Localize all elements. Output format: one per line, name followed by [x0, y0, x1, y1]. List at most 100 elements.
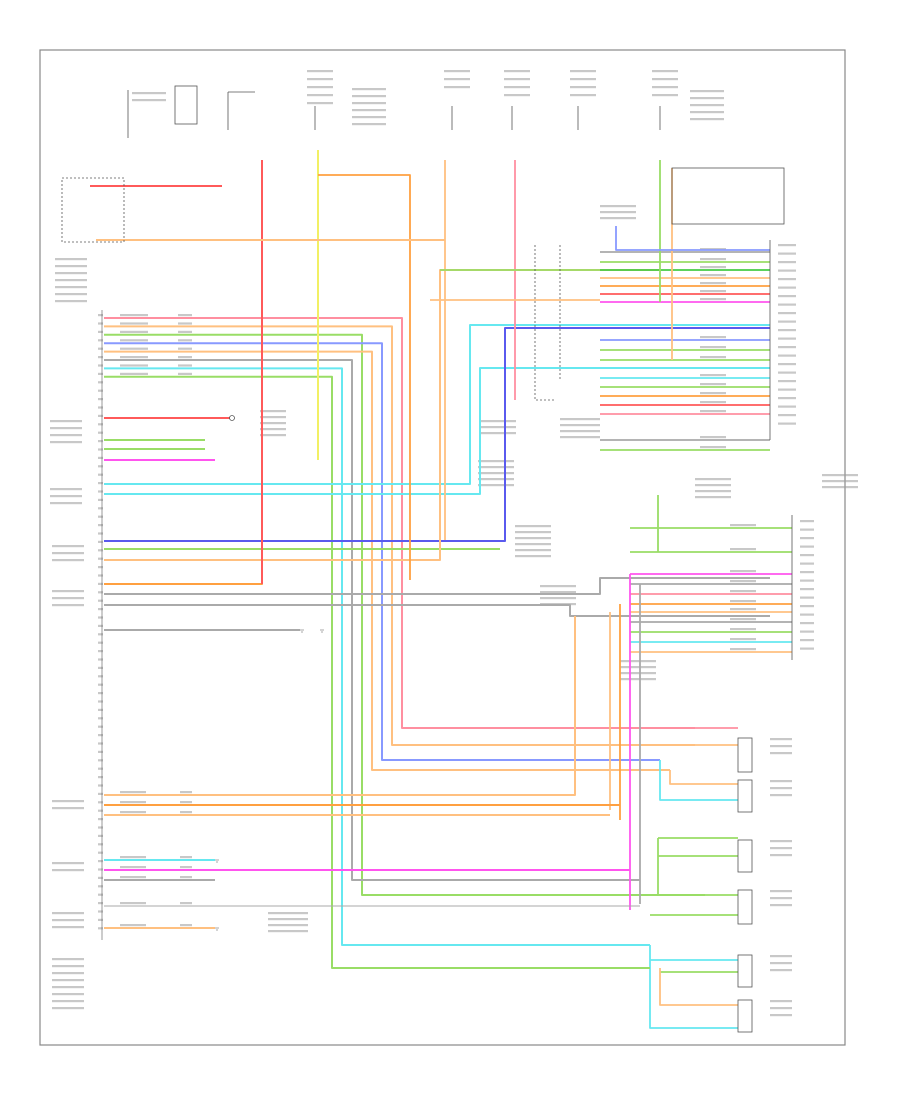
center-switch — [534, 245, 561, 401]
wire-blue — [104, 342, 660, 761]
wire-color-label — [700, 410, 726, 413]
pin-label — [778, 337, 796, 340]
pin-label — [778, 286, 796, 289]
module-label — [52, 986, 84, 989]
speaker-left-rear-2 — [737, 999, 753, 1033]
wire-color-label — [700, 356, 726, 359]
pin-number — [98, 918, 103, 921]
module-label — [55, 300, 87, 303]
module-label — [52, 972, 84, 975]
pin-number — [98, 591, 103, 594]
wire-blue-long — [104, 327, 770, 542]
module-label — [55, 272, 87, 275]
component-label — [620, 678, 656, 681]
fuse-label — [652, 70, 678, 73]
switch-lead — [227, 91, 255, 130]
module-label — [50, 488, 82, 491]
module-label — [55, 293, 87, 296]
pin-number — [98, 566, 103, 569]
circuit-number — [180, 876, 192, 879]
module-label — [50, 427, 82, 430]
wire-gray-3 — [104, 604, 770, 617]
speaker-label — [770, 840, 792, 843]
circuit-number — [180, 791, 192, 794]
pin-label — [778, 261, 796, 264]
speaker-label — [770, 847, 792, 850]
module-label — [52, 869, 84, 872]
center-label — [560, 424, 600, 427]
pin-label — [800, 537, 814, 540]
wire-color-label — [730, 600, 756, 603]
pin-number — [98, 927, 103, 930]
module-label — [52, 597, 84, 600]
wire-orange-power — [104, 160, 263, 585]
pin-number — [98, 448, 103, 451]
pin-label — [778, 312, 796, 315]
pin-number — [98, 507, 103, 510]
speaker-label — [770, 738, 792, 741]
pin-number — [98, 784, 103, 787]
pin-number — [98, 717, 103, 720]
diagram-frame — [39, 49, 846, 1046]
pin-number — [98, 381, 103, 384]
component-label — [480, 420, 516, 423]
module-label — [52, 862, 84, 865]
speaker-label — [770, 752, 792, 755]
wire-pink-front-door — [104, 317, 695, 729]
pin-label — [778, 278, 796, 281]
fuse-label — [570, 78, 596, 81]
circuit-label — [352, 116, 386, 119]
component-label — [515, 555, 551, 558]
wire-color-label — [120, 339, 148, 342]
module-label — [52, 965, 84, 968]
pin-number — [98, 339, 103, 342]
relay-box — [174, 85, 198, 125]
speaker-ground-label — [268, 912, 308, 915]
pin-number — [98, 910, 103, 913]
component-label — [480, 432, 516, 435]
wire-green-rear — [104, 333, 705, 896]
ground-symbol — [300, 629, 304, 633]
wire-orange-front-door — [104, 325, 695, 746]
antenna-label — [260, 422, 286, 425]
pin-number — [98, 473, 103, 476]
component-label — [515, 531, 551, 534]
module-label — [52, 993, 84, 996]
wire-color-label — [120, 801, 146, 804]
fuse-label — [504, 86, 530, 89]
speaker-label — [770, 780, 792, 783]
module-label — [52, 604, 84, 607]
wire-color-label — [120, 876, 146, 879]
pin-number — [98, 725, 103, 728]
pin-label — [800, 613, 814, 616]
pin-number — [98, 372, 103, 375]
pin-number — [98, 843, 103, 846]
wire-color-label — [700, 298, 726, 301]
wire-color-label — [730, 548, 756, 551]
fuse-label — [444, 86, 470, 89]
pin-number — [98, 540, 103, 543]
module-label — [52, 800, 84, 803]
pin-label — [778, 295, 796, 298]
pin-number — [98, 557, 103, 560]
speaker-right-front-door — [737, 737, 753, 773]
pin-label — [778, 414, 796, 417]
center-label — [560, 430, 600, 433]
component-label — [822, 474, 858, 477]
wire-color-label — [700, 346, 726, 349]
fuse-label — [307, 86, 333, 89]
ground-symbol — [215, 859, 219, 863]
pin-label — [778, 346, 796, 349]
antenna-label — [260, 416, 286, 419]
module-label — [52, 979, 84, 982]
module-label — [52, 912, 84, 915]
wire-color-label — [120, 314, 148, 317]
lead-rr-3 — [657, 838, 738, 896]
wire-color-label — [730, 590, 756, 593]
wire-blue-ground — [615, 226, 770, 251]
wire-color-label — [700, 401, 726, 404]
circuit-label — [690, 90, 724, 93]
fuse-label — [652, 78, 678, 81]
component-label — [478, 466, 514, 469]
